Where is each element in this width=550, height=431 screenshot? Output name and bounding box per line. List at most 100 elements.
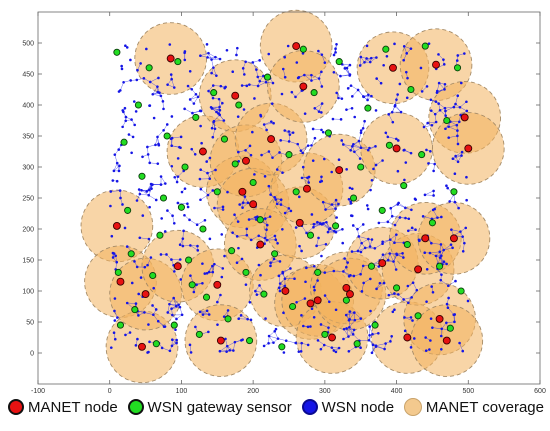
wsn-node-point bbox=[455, 123, 459, 127]
wsn-node-point bbox=[188, 218, 191, 222]
wsn-node-point bbox=[410, 296, 413, 299]
wsn-node-point bbox=[158, 91, 161, 95]
wsn-node-point bbox=[420, 90, 424, 93]
wsn-node-point bbox=[278, 282, 282, 285]
wsn-node-point bbox=[259, 273, 262, 277]
wsn-gateway-point bbox=[428, 219, 436, 227]
wsn-node-point bbox=[181, 237, 185, 240]
manet-node-point bbox=[281, 287, 290, 295]
wsn-node-point bbox=[323, 271, 327, 274]
wsn-node-point bbox=[332, 70, 336, 74]
wsn-node-point bbox=[214, 168, 217, 172]
wsn-node-point bbox=[348, 73, 352, 76]
y-tick-label: 0 bbox=[30, 351, 34, 358]
wsn-link bbox=[412, 282, 418, 291]
wsn-node-point bbox=[438, 250, 442, 254]
wsn-node-point bbox=[360, 241, 363, 245]
wsn-node-point bbox=[359, 346, 362, 350]
wsn-link bbox=[334, 229, 343, 232]
wsn-node-point bbox=[258, 79, 262, 83]
y-tick-label: 350 bbox=[22, 134, 34, 141]
wsn-node-point bbox=[171, 214, 174, 218]
wsn-node-point bbox=[465, 100, 468, 104]
wsn-node-point bbox=[205, 309, 209, 313]
wsn-link bbox=[139, 193, 149, 196]
wsn-node-point bbox=[246, 201, 250, 205]
wsn-node-point bbox=[311, 127, 315, 131]
wsn-node-point bbox=[449, 243, 453, 246]
wsn-node-point bbox=[346, 261, 349, 264]
wsn-node-point bbox=[124, 119, 128, 123]
wsn-node-point bbox=[311, 159, 315, 162]
wsn-node-point bbox=[330, 170, 334, 174]
wsn-node-point bbox=[395, 98, 398, 101]
wsn-node-point bbox=[405, 96, 409, 100]
wsn-node-point bbox=[152, 116, 156, 120]
wsn-node-point bbox=[265, 228, 268, 232]
wsn-node-point bbox=[351, 95, 354, 98]
wsn-node-point bbox=[433, 162, 436, 166]
wsn-link bbox=[213, 67, 217, 76]
wsn-node-point bbox=[335, 216, 338, 219]
wsn-gateway-point bbox=[357, 163, 365, 171]
wsn-node-point bbox=[348, 325, 351, 329]
wsn-link bbox=[438, 103, 446, 109]
wsn-node-point bbox=[241, 67, 245, 70]
wsn-node-point bbox=[156, 162, 160, 165]
wsn-node-point bbox=[321, 200, 325, 204]
wsn-node-point bbox=[386, 220, 390, 224]
wsn-link bbox=[432, 209, 438, 218]
wsn-link bbox=[364, 57, 372, 63]
wsn-gateway-point bbox=[393, 284, 401, 292]
wsn-node-point bbox=[221, 101, 224, 105]
wsn-node-point bbox=[235, 235, 239, 238]
wsn-node-point bbox=[218, 349, 222, 353]
wsn-node-point bbox=[154, 198, 158, 202]
wsn-node-point bbox=[246, 317, 249, 321]
wsn-node-point bbox=[317, 110, 321, 113]
wsn-link bbox=[423, 216, 432, 219]
wsn-node-point bbox=[310, 144, 313, 147]
wsn-node-point bbox=[217, 97, 221, 101]
wsn-node-point bbox=[121, 125, 124, 129]
wsn-node-point bbox=[194, 325, 197, 329]
wsn-link bbox=[360, 265, 364, 275]
wsn-node-point bbox=[183, 107, 186, 111]
wsn-link bbox=[300, 343, 302, 352]
wsn-link bbox=[424, 194, 434, 196]
wsn-node-point bbox=[394, 268, 398, 271]
wsn-node-point bbox=[304, 280, 307, 284]
wsn-node-point bbox=[269, 193, 272, 196]
manet-node-point bbox=[116, 277, 125, 286]
manet-node-layer bbox=[112, 42, 473, 351]
wsn-gateway-point bbox=[159, 194, 168, 202]
wsn-node-point bbox=[295, 300, 298, 304]
wsn-node-point bbox=[440, 254, 443, 258]
manet-node-point bbox=[442, 336, 451, 345]
wsn-node-point bbox=[425, 85, 429, 88]
wsn-node-point bbox=[465, 175, 468, 179]
wsn-node-point bbox=[206, 171, 209, 175]
wsn-node-point bbox=[188, 343, 192, 347]
wsn-node-point bbox=[315, 244, 318, 248]
wsn-node-point bbox=[324, 242, 328, 246]
wsn-node-point bbox=[341, 228, 344, 231]
wsn-node-point bbox=[457, 206, 460, 210]
wsn-node-point bbox=[262, 123, 266, 126]
wsn-node-point bbox=[216, 300, 219, 304]
wsn-node-point bbox=[274, 198, 277, 201]
wsn-node-point bbox=[418, 239, 421, 243]
wsn-node-point bbox=[277, 286, 281, 290]
wsn-node-point bbox=[316, 339, 320, 342]
wsn-node-point bbox=[239, 314, 243, 317]
wsn-node-point bbox=[370, 178, 374, 182]
wsn-node-point bbox=[156, 85, 159, 88]
wsn-node-point bbox=[453, 172, 457, 176]
wsn-node-point bbox=[129, 79, 132, 82]
wsn-node-point bbox=[170, 115, 174, 118]
wsn-node-point bbox=[343, 257, 346, 260]
wsn-node-point bbox=[176, 201, 180, 205]
wsn-node-point bbox=[231, 70, 235, 74]
wsn-link bbox=[286, 340, 296, 344]
wsn-node-point bbox=[279, 198, 283, 201]
